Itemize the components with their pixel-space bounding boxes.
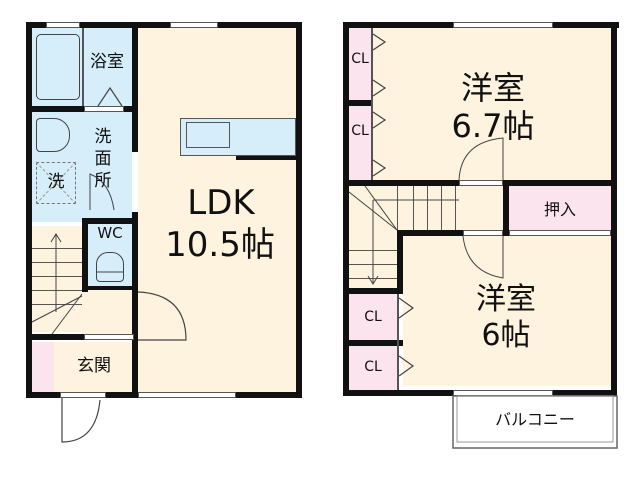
closet-top-2 — [349, 106, 371, 180]
floor-1-plan: 浴室 洗面所 洗 WC LDK 10.5帖 玄関 — [26, 22, 302, 443]
washbasin — [36, 118, 70, 152]
bathtub — [36, 34, 80, 100]
label-closet-bottom-2: CL — [364, 359, 382, 375]
label-closet-top-2: CL — [351, 123, 369, 139]
label-closet-bottom-1: CL — [364, 309, 382, 325]
kitchen-sink — [186, 122, 230, 148]
entrance-opening — [60, 392, 106, 398]
label-ldk-size: 10.5帖 — [165, 225, 275, 265]
stairs-area — [32, 226, 82, 332]
label-balcony: バルコニー — [495, 410, 575, 429]
label-western2-size: 6帖 — [481, 318, 531, 353]
window-bath — [46, 22, 80, 28]
shoe-closet — [32, 342, 54, 392]
floor-2-plan: CL CL 洋室 6.7帖 押入 洋室 6帖 CL CL バルコニー — [343, 22, 619, 450]
washer-space — [36, 162, 76, 204]
window-ldk-top — [170, 22, 218, 28]
floor2-lines — [348, 33, 618, 449]
label-entrance: 玄関 — [77, 356, 111, 376]
floor1-lines — [31, 86, 187, 443]
door-room2-opening — [463, 230, 503, 236]
storage-door — [509, 230, 611, 236]
label-ldk-name: LDK — [187, 183, 255, 223]
door-wash-opening — [84, 106, 124, 112]
hall-area — [82, 288, 134, 334]
label-washer: 洗 — [47, 172, 65, 192]
door-room1-opening — [459, 180, 503, 186]
window-room1 — [453, 22, 553, 28]
label-bath: 浴室 — [90, 52, 124, 72]
label-wc: WC — [97, 224, 123, 242]
label-washroom: 洗面所 — [94, 127, 112, 191]
label-western2-name: 洋室 — [476, 282, 536, 317]
label-storage: 押入 — [543, 200, 576, 219]
window-ldk-bottom — [138, 392, 236, 398]
bath-partition — [82, 28, 84, 106]
western-room-2 — [403, 236, 611, 386]
ldk-area — [138, 28, 296, 392]
label-western1-size: 6.7帖 — [451, 107, 535, 145]
toilet — [96, 252, 124, 282]
closet-top-1 — [349, 28, 371, 100]
closet-bottom-2 — [349, 346, 397, 390]
storage-area — [509, 186, 611, 232]
western-room-1 — [349, 28, 611, 180]
label-western1-name: 洋室 — [460, 69, 525, 107]
closet-bottom-1 — [349, 294, 397, 340]
stairs-lower — [349, 236, 399, 290]
label-closet-top-1: CL — [351, 51, 369, 67]
door-hall-opening — [84, 334, 134, 340]
